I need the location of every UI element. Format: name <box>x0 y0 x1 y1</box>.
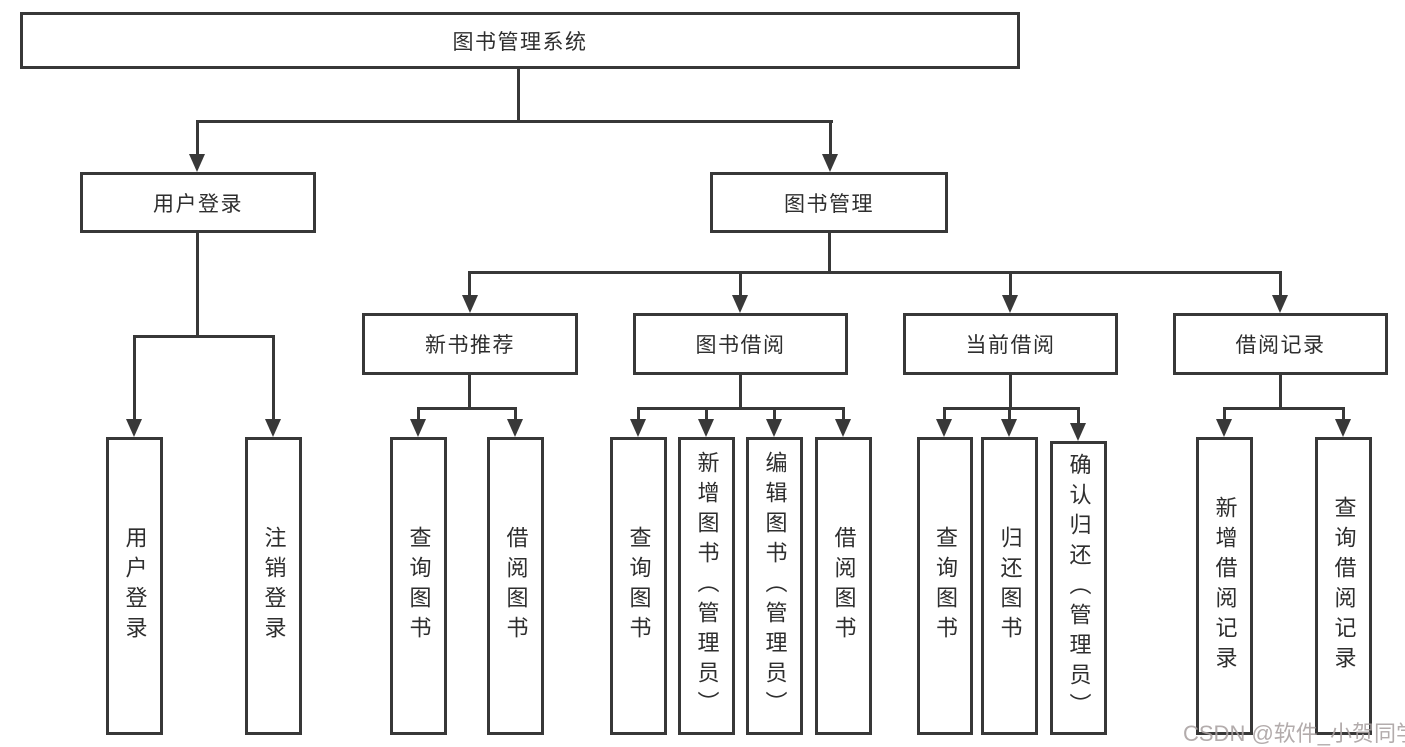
connector-to-leaf-add-books <box>705 407 708 419</box>
node-current-borrow: 当前借阅 <box>903 313 1118 375</box>
leaf-edit-books-admin: 编辑图书（管理员） <box>746 437 803 735</box>
leaf-borrow-books-recommend-label: 借阅图书 <box>503 526 529 646</box>
leaf-add-borrow-record-label: 新增借阅记录 <box>1212 496 1238 676</box>
leaf-borrow-books-recommend: 借阅图书 <box>487 437 544 735</box>
node-user-login-label: 用户登录 <box>153 192 243 216</box>
node-root: 图书管理系统 <box>20 12 1020 69</box>
node-borrow-records-label: 借阅记录 <box>1235 334 1326 357</box>
connector-to-leaf-query-current <box>943 407 946 419</box>
arrowhead-to-leaf-user-login <box>126 419 142 437</box>
leaf-add-books-admin: 新增图书（管理员） <box>678 437 735 735</box>
connector-to-leaf-query-borrow <box>637 407 640 419</box>
arrowhead-to-leaf-confirm-return <box>1070 423 1086 441</box>
node-new-book-recommend: 新书推荐 <box>362 313 578 375</box>
arrowhead-to-leaf-add-books <box>698 419 714 437</box>
arrowhead-to-leaf-borrow-recommend <box>507 419 523 437</box>
connector-root-stem <box>517 68 520 120</box>
connector-to-leaf-return-books <box>1008 407 1011 419</box>
leaf-query-books-borrow-label: 查询图书 <box>626 526 652 646</box>
leaf-user-login: 用户登录 <box>106 437 163 735</box>
leaf-confirm-return-admin-label: 确认归还（管理员） <box>1066 453 1092 723</box>
leaf-add-books-admin-label: 新增图书（管理员） <box>694 451 720 721</box>
arrowhead-to-book-borrow <box>732 295 748 313</box>
connector-current-borrow-crossbar <box>943 407 1080 410</box>
node-book-borrow: 图书借阅 <box>633 313 848 375</box>
leaf-query-books-current: 查询图书 <box>917 437 973 735</box>
leaf-query-borrow-record-label: 查询借阅记录 <box>1331 496 1357 676</box>
arrowhead-to-leaf-edit-books <box>766 419 782 437</box>
arrowhead-to-book-management <box>822 154 838 172</box>
arrowhead-to-leaf-query-borrow <box>630 419 646 437</box>
connector-borrow-records-crossbar <box>1223 407 1345 410</box>
connector-to-user-login <box>196 120 199 154</box>
arrowhead-to-leaf-return-books <box>1001 419 1017 437</box>
connector-to-leaf-edit-books <box>773 407 776 419</box>
connector-user-login-stem <box>196 233 199 335</box>
leaf-return-books-label: 归还图书 <box>997 526 1023 646</box>
connector-to-book-management <box>829 120 832 154</box>
node-root-label: 图书管理系统 <box>452 30 588 54</box>
arrowhead-to-leaf-query-record <box>1335 419 1351 437</box>
leaf-user-login-label: 用户登录 <box>122 526 148 646</box>
arrowhead-to-leaf-query-current <box>936 419 952 437</box>
arrowhead-to-current-borrow <box>1002 295 1018 313</box>
leaf-logout: 注销登录 <box>245 437 302 735</box>
connector-book-borrow-stem <box>739 375 742 407</box>
leaf-confirm-return-admin: 确认归还（管理员） <box>1050 441 1107 735</box>
leaf-edit-books-admin-label: 编辑图书（管理员） <box>762 451 788 721</box>
leaf-borrow-books-borrow: 借阅图书 <box>815 437 872 735</box>
node-book-management-label: 图书管理 <box>784 192 874 216</box>
connector-to-leaf-confirm-return <box>1077 407 1080 423</box>
node-borrow-records: 借阅记录 <box>1173 313 1388 375</box>
leaf-add-borrow-record: 新增借阅记录 <box>1196 437 1253 735</box>
node-book-borrow-label: 图书借阅 <box>695 334 786 357</box>
leaf-query-books-recommend-label: 查询图书 <box>406 526 432 646</box>
csdn-watermark: CSDN @软件_小贺同学 <box>1183 721 1405 746</box>
arrowhead-to-leaf-add-record <box>1216 419 1232 437</box>
connector-to-leaf-logout <box>272 335 275 419</box>
connector-new-book-recommend-crossbar <box>417 407 517 410</box>
arrowhead-to-borrow-records <box>1272 295 1288 313</box>
arrowhead-to-leaf-query-recommend <box>410 419 426 437</box>
connector-root-crossbar <box>196 120 833 123</box>
connector-book-management-stem <box>828 233 831 271</box>
connector-to-leaf-query-recommend <box>417 407 420 419</box>
connector-to-borrow-records <box>1279 271 1282 295</box>
connector-current-borrow-stem <box>1009 375 1012 407</box>
connector-book-management-crossbar <box>468 271 1282 274</box>
arrowhead-to-leaf-borrow-books <box>835 419 851 437</box>
arrowhead-to-user-login <box>189 154 205 172</box>
connector-to-leaf-query-record <box>1342 407 1345 419</box>
connector-to-current-borrow <box>1009 271 1012 295</box>
connector-to-leaf-user-login <box>133 335 136 419</box>
node-user-login: 用户登录 <box>80 172 316 233</box>
connector-to-book-borrow <box>739 271 742 295</box>
connector-to-leaf-add-record <box>1223 407 1226 419</box>
node-book-management: 图书管理 <box>710 172 948 233</box>
connector-to-new-book-recommend <box>468 271 471 295</box>
connector-to-leaf-borrow-books <box>842 407 845 419</box>
arrowhead-to-leaf-logout <box>265 419 281 437</box>
leaf-return-books: 归还图书 <box>981 437 1038 735</box>
leaf-query-books-recommend: 查询图书 <box>390 437 447 735</box>
leaf-logout-label: 注销登录 <box>261 526 287 646</box>
leaf-borrow-books-borrow-label: 借阅图书 <box>831 526 857 646</box>
connector-user-login-crossbar <box>133 335 275 338</box>
leaf-query-books-current-label: 查询图书 <box>933 526 958 646</box>
node-new-book-recommend-label: 新书推荐 <box>425 334 515 357</box>
connector-borrow-records-stem <box>1279 375 1282 407</box>
leaf-query-books-borrow: 查询图书 <box>610 437 667 735</box>
connector-book-borrow-crossbar <box>637 407 845 410</box>
arrowhead-to-new-book-recommend <box>462 295 478 313</box>
leaf-query-borrow-record: 查询借阅记录 <box>1315 437 1372 735</box>
connector-new-book-recommend-stem <box>468 375 471 407</box>
node-current-borrow-label: 当前借阅 <box>965 334 1056 357</box>
connector-to-leaf-borrow-recommend <box>514 407 517 419</box>
